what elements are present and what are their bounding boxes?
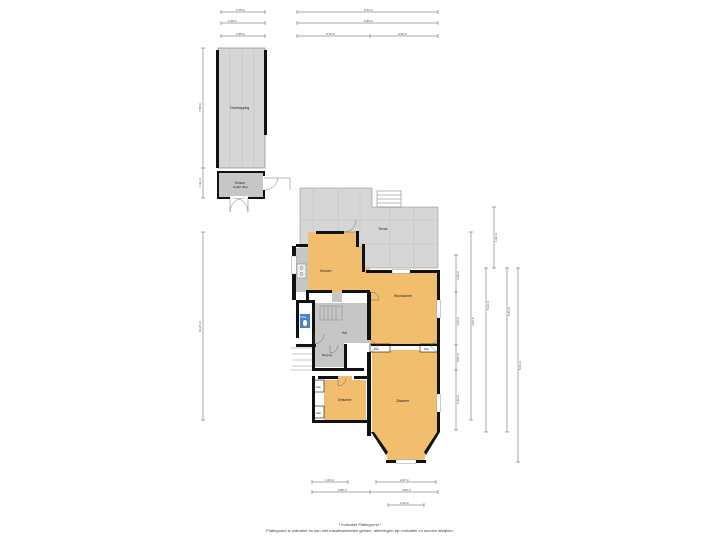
- dim-top-right-2: 6,85 m: [364, 19, 374, 23]
- dim-right-6: 5,63 m: [507, 306, 511, 316]
- room-label-kast-1: Kast: [316, 386, 321, 389]
- room-label-kast-2: Kast: [316, 412, 321, 415]
- room-label-schuur: Schuur: [235, 181, 246, 185]
- dim-top-right-3: 3,70 m: [326, 32, 336, 36]
- dim-right-5: 4,06 m: [471, 316, 475, 326]
- room-label-kast-3: Kast: [374, 348, 379, 351]
- footer-line-2: Plattegrond is indicatief en kan niet-in…: [266, 528, 454, 533]
- dim-right-2: 4,36 m: [456, 316, 460, 326]
- dim-top-left-1: 2,75 m: [236, 8, 246, 12]
- dim-right-1: 1,92 m: [494, 232, 498, 242]
- dim-top-right-4: 4,36 m: [398, 32, 408, 36]
- room-label-overkapping: Overkapping: [230, 106, 249, 110]
- dim-side-left-total: 10,24 m: [198, 321, 202, 332]
- room-label-berging: Berging: [322, 353, 333, 357]
- room-label-schuur-sub: Nokbl. Bloc: [233, 185, 249, 189]
- dim-side-schuur: 1,92 m: [198, 177, 202, 187]
- keuken-room: Keuken: [296, 219, 370, 302]
- toilet-room: Toilet: [298, 303, 314, 333]
- footer-line-1: * Indicatief Plattegrond *: [338, 522, 382, 527]
- staircase: [319, 305, 343, 321]
- dim-right-7: 5,87 m: [456, 352, 460, 362]
- room-label-toilet: Toilet: [300, 315, 306, 319]
- zitkamer-room: Zitkamer: [372, 350, 438, 462]
- room-label-eetkamer: Eetkamer: [338, 398, 353, 402]
- hal-room: Hal: [314, 303, 370, 343]
- terrace-steps: [376, 190, 402, 208]
- bottom-dimensions: 1,64 m 2,07 m 2,86 m 4,65 m 1,64 m: [311, 478, 439, 507]
- dim-top-right-1: 9,14 m: [364, 8, 374, 12]
- top-dimensions: 2,75 m 2,29 m 2,55 m 9,14 m 6,85 m 3,70 …: [220, 8, 439, 38]
- windows: [291, 255, 441, 464]
- dim-bottom-3: 2,86 m: [338, 488, 348, 492]
- dim-bottom-5: 1,64 m: [400, 501, 410, 505]
- dim-right-8: 3,42 m: [456, 394, 460, 404]
- schuur-room: Schuur Nokbl. Bloc: [217, 171, 291, 213]
- eetkamer-room: Eetkamer: [324, 376, 366, 422]
- dim-bottom-2: 2,07 m: [400, 478, 410, 482]
- berging-room: Berging: [290, 343, 344, 371]
- dim-top-left-3: 2,55 m: [236, 32, 246, 36]
- room-label-hal: Hal: [342, 331, 347, 335]
- door-swings: [313, 291, 438, 387]
- woonkamer-room: Woonkamer: [370, 272, 438, 346]
- room-label-zitkamer: Zitkamer: [396, 399, 410, 403]
- dim-bottom-4: 4,65 m: [402, 488, 412, 492]
- left-dimensions: 7,89 m 1,92 m 10,24 m: [198, 47, 205, 421]
- dim-right-4: 5,33 m: [486, 300, 490, 310]
- room-label-kast-4: Kast: [424, 348, 429, 351]
- overkapping-area: Overkapping: [216, 47, 267, 169]
- dim-top-left-2: 2,29 m: [228, 19, 238, 23]
- dim-side-overkapping: 7,89 m: [198, 102, 202, 112]
- room-label-terras: Terras: [378, 227, 388, 231]
- dim-right-3: 3,48 m: [456, 270, 460, 280]
- right-dimensions: 1,92 m 4,06 m 3,48 m 4,36 m 5,87 m 3,42 …: [454, 206, 522, 463]
- dim-right-total: 5,63 m: [518, 360, 522, 370]
- dim-bottom-1: 1,64 m: [325, 478, 335, 482]
- room-label-woonkamer: Woonkamer: [394, 294, 413, 298]
- room-label-keuken: Keuken: [320, 269, 332, 273]
